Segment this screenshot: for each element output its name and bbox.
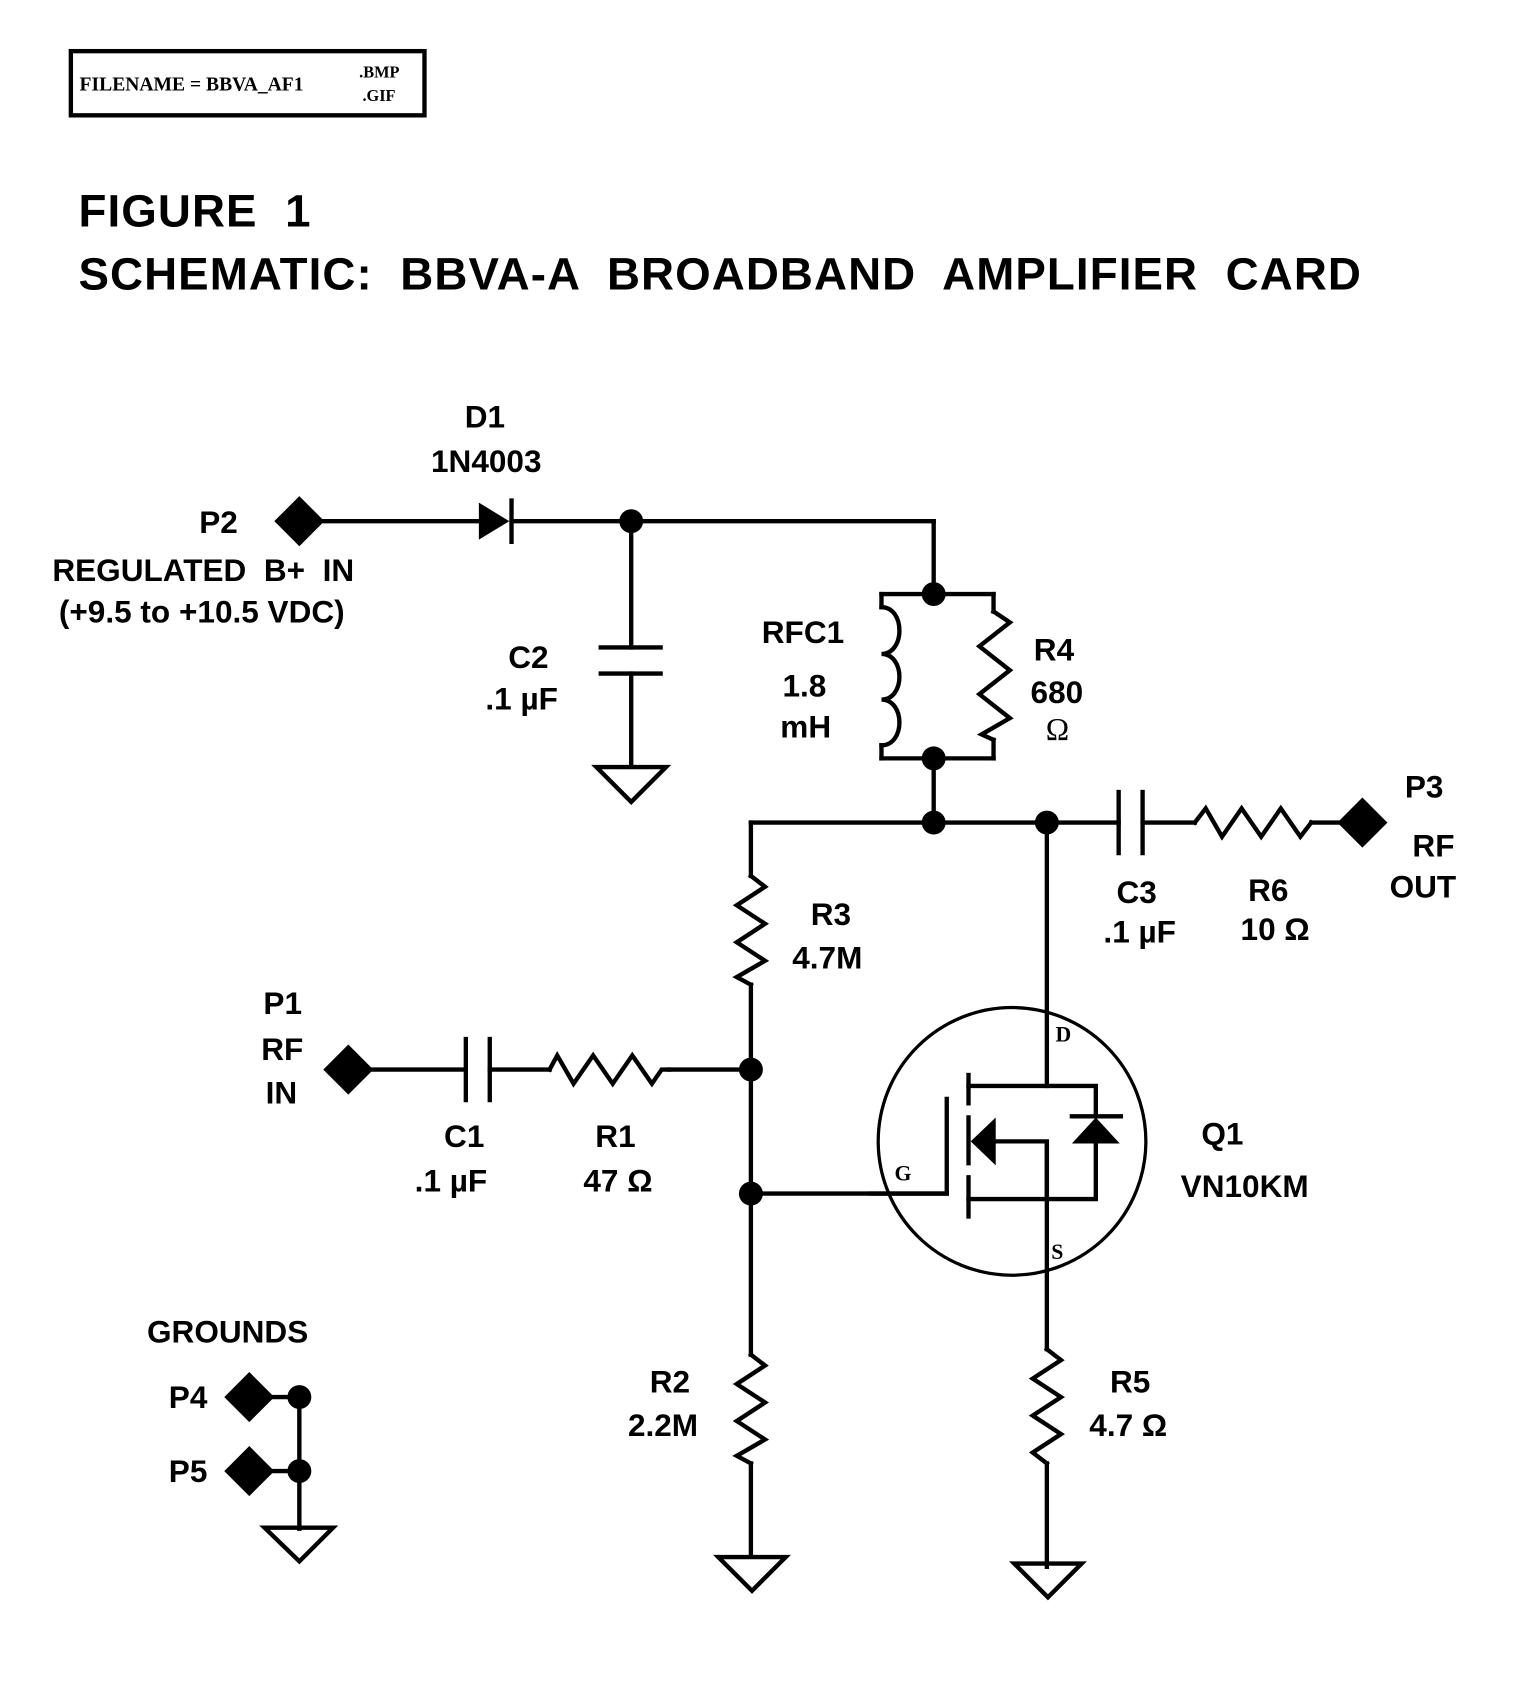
p3-ref: P3 bbox=[1405, 769, 1444, 805]
capacitor-c3 bbox=[1116, 789, 1145, 856]
c2-value: .1 µF bbox=[485, 680, 558, 716]
grounds-label: GROUNDS bbox=[147, 1314, 308, 1350]
diode-d1 bbox=[478, 498, 514, 545]
r3-value: 4.7M bbox=[792, 939, 862, 975]
p1-line2: IN bbox=[266, 1074, 298, 1110]
filename-box: FILENAME = BBVA_AF1 .BMP .GIF bbox=[68, 48, 427, 118]
p1-ref: P1 bbox=[263, 985, 302, 1021]
ground-icon-p4-p5 bbox=[259, 1525, 339, 1565]
junction-dot bbox=[921, 582, 946, 607]
rfc1-ref: RFC1 bbox=[762, 614, 844, 650]
mosfet-q1-gate bbox=[868, 1096, 949, 1196]
junction-dot bbox=[619, 509, 644, 534]
resistor-r5 bbox=[1028, 1346, 1065, 1467]
mosfet-q1-body bbox=[990, 1139, 1050, 1202]
c1-value: .1 µF bbox=[415, 1162, 488, 1198]
resistor-r4 bbox=[975, 608, 1014, 743]
r5-value: 4.7 Ω bbox=[1089, 1407, 1167, 1443]
r1-ref: R1 bbox=[595, 1118, 635, 1154]
junction-dot bbox=[921, 746, 946, 771]
r1-value: 47 Ω bbox=[583, 1162, 652, 1198]
p2-line1: REGULATED B+ IN bbox=[52, 552, 354, 588]
port-p2-pin bbox=[274, 496, 325, 547]
c3-ref: C3 bbox=[1116, 874, 1156, 910]
mosfet-q1: D G S bbox=[868, 1005, 1148, 1277]
resistor-r2 bbox=[732, 1351, 770, 1467]
capacitor-c1 bbox=[463, 1036, 492, 1103]
p2-ref: P2 bbox=[199, 504, 238, 540]
mosfet-q1-arrow bbox=[970, 1117, 996, 1166]
p3-line1: RF bbox=[1412, 827, 1454, 863]
port-p1-pin bbox=[323, 1044, 374, 1095]
mosfet-q1-envelope bbox=[876, 1005, 1148, 1277]
schematic-title: SCHEMATIC: BBVA-A BROADBAND AMPLIFIER CA… bbox=[78, 248, 1362, 299]
mosfet-q1-source-label: S bbox=[1051, 1240, 1063, 1264]
resistor-r1 bbox=[546, 1050, 672, 1088]
diode-d1-anode bbox=[478, 502, 510, 540]
p4-ref: P4 bbox=[169, 1379, 208, 1415]
r6-ref: R6 bbox=[1248, 872, 1288, 908]
junction-dot bbox=[738, 1181, 763, 1206]
r6-value: 10 Ω bbox=[1241, 911, 1310, 947]
d1-value: 1N4003 bbox=[431, 443, 542, 479]
p5-ref: P5 bbox=[169, 1453, 208, 1489]
ground-icon-r2 bbox=[713, 1554, 791, 1594]
c2-ref: C2 bbox=[508, 639, 548, 675]
junction-dot bbox=[738, 1057, 763, 1082]
port-p5-pin bbox=[224, 1446, 275, 1497]
mosfet-q1-drain-bar bbox=[966, 1083, 1098, 1118]
p1-line1: RF bbox=[261, 1031, 303, 1067]
c3-value: .1 µF bbox=[1103, 913, 1176, 949]
junction-dot bbox=[921, 810, 946, 835]
mosfet-q1-source-bar bbox=[966, 1140, 1098, 1202]
port-p3-pin bbox=[1337, 797, 1388, 848]
q1-value: VN10KM bbox=[1181, 1168, 1309, 1204]
filename-ext-gif: .GIF bbox=[362, 86, 395, 105]
rfc1-value-line1: 1.8 bbox=[782, 667, 826, 703]
r4-value-line2: Ω bbox=[1046, 712, 1069, 747]
junction-dot bbox=[287, 1459, 312, 1484]
mosfet-q1-gate-label: G bbox=[895, 1162, 912, 1186]
capacitor-c2 bbox=[598, 645, 663, 676]
mosfet-q1-drain-label: D bbox=[1056, 1022, 1072, 1046]
filename-label: FILENAME = BBVA_AF1 bbox=[80, 74, 304, 95]
port-p4-pin bbox=[224, 1372, 275, 1423]
p3-line2: OUT bbox=[1390, 869, 1457, 905]
r2-ref: R2 bbox=[650, 1364, 690, 1400]
c1-ref: C1 bbox=[444, 1118, 484, 1154]
r4-ref: R4 bbox=[1034, 631, 1075, 667]
mosfet-q1-body-diode bbox=[1071, 1117, 1120, 1144]
p2-line2: (+9.5 to +10.5 VDC) bbox=[59, 593, 345, 629]
r5-ref: R5 bbox=[1110, 1364, 1150, 1400]
junction-dot bbox=[287, 1385, 312, 1410]
resistor-r6 bbox=[1191, 804, 1315, 841]
q1-ref: Q1 bbox=[1201, 1116, 1243, 1152]
r4-value-line1: 680 bbox=[1031, 674, 1084, 710]
filename-ext-bmp: .BMP bbox=[359, 62, 399, 81]
figure-title: FIGURE 1 bbox=[78, 185, 311, 236]
ground-icon-r5 bbox=[1008, 1561, 1087, 1601]
resistor-r3 bbox=[732, 872, 770, 988]
r3-ref: R3 bbox=[811, 896, 851, 932]
r2-value: 2.2M bbox=[628, 1407, 698, 1443]
junctions bbox=[287, 509, 1059, 1484]
d1-ref: D1 bbox=[465, 399, 505, 435]
rfc1-value-line2: mH bbox=[780, 709, 831, 745]
filename-box-border bbox=[68, 48, 427, 118]
ground-icon-c2 bbox=[591, 764, 672, 805]
junction-dot bbox=[1034, 810, 1059, 835]
inductor-rfc1 bbox=[879, 604, 902, 748]
